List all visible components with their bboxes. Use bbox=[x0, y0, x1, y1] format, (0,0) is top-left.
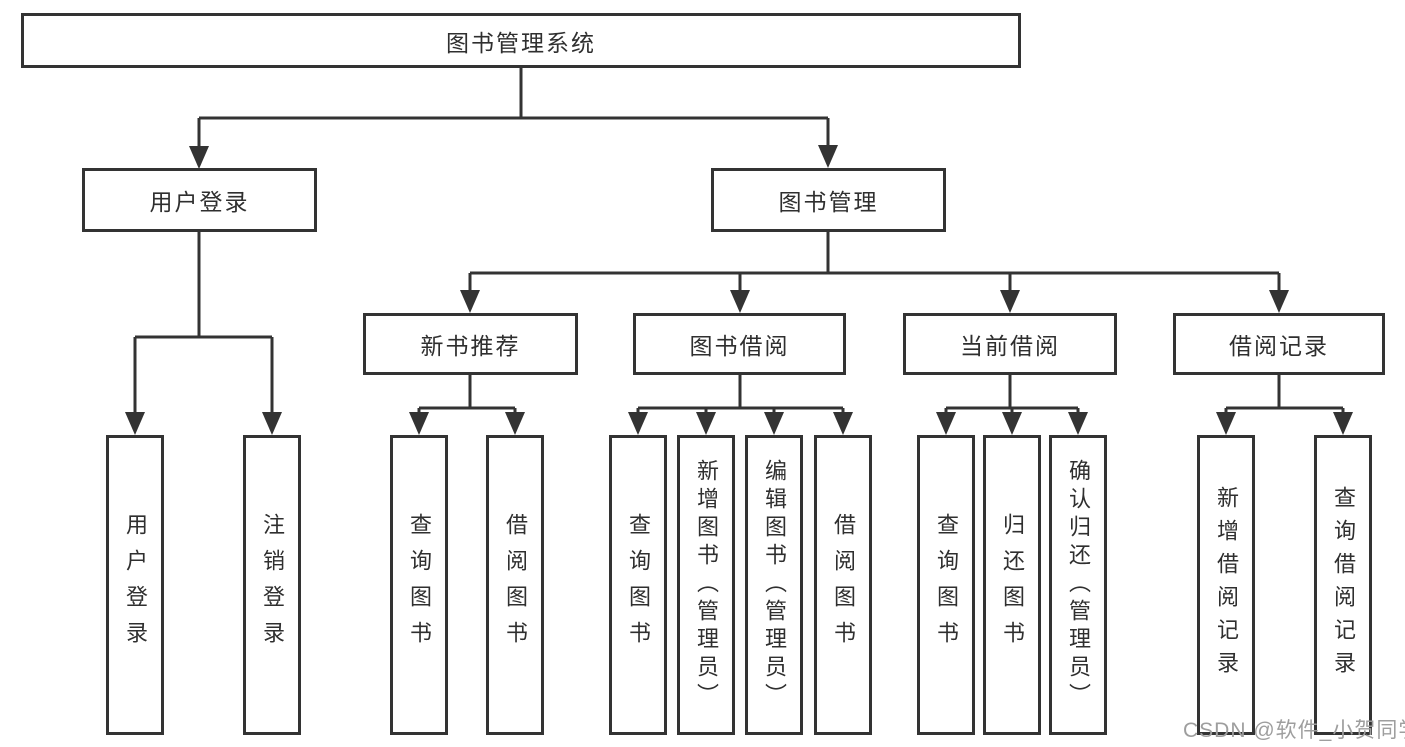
leaf-confirm-return-admin: 确认归还（管理员） bbox=[1049, 435, 1107, 735]
leaf-query-books-borrow-label: 查询图书 bbox=[626, 513, 651, 657]
leaf-borrow-books-recommend: 借阅图书 bbox=[486, 435, 544, 735]
leaf-confirm-return-admin-label: 确认归还（管理员） bbox=[1066, 459, 1091, 711]
node-root-label: 图书管理系统 bbox=[446, 29, 596, 56]
leaf-logout: 注销登录 bbox=[243, 435, 301, 735]
leaf-query-borrow-record: 查询借阅记录 bbox=[1314, 435, 1372, 735]
leaf-edit-book-admin: 编辑图书（管理员） bbox=[745, 435, 803, 735]
leaf-add-book-admin-label: 新增图书（管理员） bbox=[694, 459, 719, 711]
node-book-borrowing: 图书借阅 bbox=[633, 313, 846, 375]
leaf-logout-label: 注销登录 bbox=[260, 513, 285, 657]
leaf-borrow-books-recommend-label: 借阅图书 bbox=[503, 513, 528, 657]
node-borrowing-records-label: 借阅记录 bbox=[1229, 333, 1329, 359]
watermark: CSDN @软件_小贺同学 bbox=[1183, 719, 1405, 742]
leaf-return-book-label: 归还图书 bbox=[1000, 513, 1025, 657]
leaf-user-login: 用户登录 bbox=[106, 435, 164, 735]
leaf-edit-book-admin-label: 编辑图书（管理员） bbox=[762, 459, 787, 711]
node-book-management-label: 图书管理 bbox=[778, 189, 879, 215]
node-new-book-recommendation: 新书推荐 bbox=[363, 313, 578, 375]
leaf-query-books-borrow: 查询图书 bbox=[609, 435, 667, 735]
leaf-user-login-label: 用户登录 bbox=[123, 513, 148, 657]
node-current-borrowing-label: 当前借阅 bbox=[960, 333, 1060, 359]
node-book-borrowing-label: 图书借阅 bbox=[689, 333, 790, 359]
leaf-query-books-current-label: 查询图书 bbox=[934, 513, 959, 657]
leaf-add-book-admin: 新增图书（管理员） bbox=[677, 435, 735, 735]
node-user-login: 用户登录 bbox=[82, 168, 317, 232]
leaf-borrow-books-borrow-label: 借阅图书 bbox=[831, 513, 856, 657]
node-borrowing-records: 借阅记录 bbox=[1173, 313, 1385, 375]
leaf-add-borrow-record-label: 新增借阅记录 bbox=[1214, 486, 1239, 684]
leaf-add-borrow-record: 新增借阅记录 bbox=[1197, 435, 1255, 735]
leaf-query-books-current: 查询图书 bbox=[917, 435, 975, 735]
node-new-book-recommendation-label: 新书推荐 bbox=[420, 333, 521, 359]
leaf-query-books-recommend-label: 查询图书 bbox=[407, 513, 432, 657]
node-user-login-label: 用户登录 bbox=[149, 189, 250, 215]
leaf-query-books-recommend: 查询图书 bbox=[390, 435, 448, 735]
leaf-query-borrow-record-label: 查询借阅记录 bbox=[1331, 486, 1356, 684]
leaf-return-book: 归还图书 bbox=[983, 435, 1041, 735]
node-current-borrowing: 当前借阅 bbox=[903, 313, 1117, 375]
node-root: 图书管理系统 bbox=[21, 13, 1021, 68]
leaf-borrow-books-borrow: 借阅图书 bbox=[814, 435, 872, 735]
node-book-management: 图书管理 bbox=[711, 168, 946, 232]
